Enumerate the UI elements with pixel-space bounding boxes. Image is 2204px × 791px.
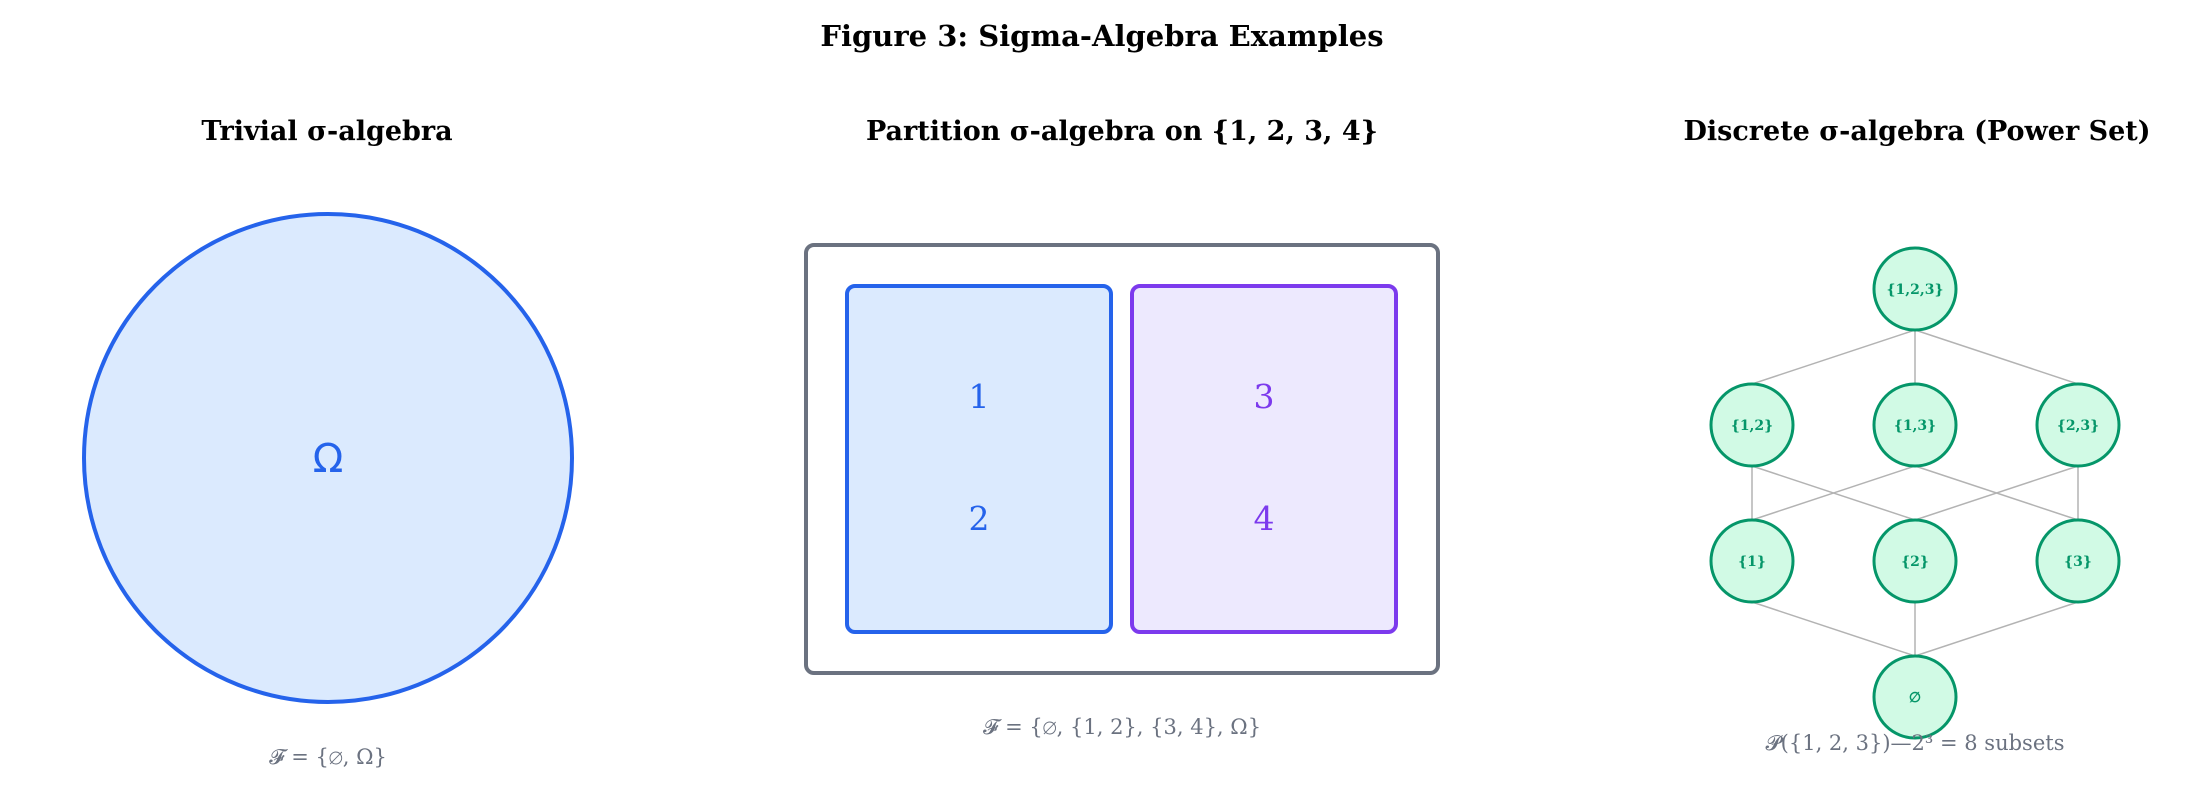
element-1: 1 — [969, 377, 990, 416]
node-12: {1,2} — [1709, 382, 1795, 468]
panel-partition-caption: 𝓕 = {∅, {1, 2}, {3, 4}, Ω} — [983, 715, 1261, 739]
node-13: {1,3} — [1872, 382, 1958, 468]
node-2: {2} — [1872, 518, 1958, 604]
block-12 — [845, 284, 1113, 634]
node-3: {3} — [2035, 518, 2121, 604]
panel-discrete: Discrete σ-algebra (Power Set) {1,2,3} {… — [1683, 116, 2150, 755]
panel-trivial-caption: 𝓕 = {∅, Ω} — [269, 745, 387, 769]
edge-3-empty — [1914, 601, 2079, 657]
omega-circle — [82, 212, 574, 704]
node-13-label: {1,3} — [1894, 418, 1936, 434]
panel-partition-title: Partition σ-algebra on {1, 2, 3, 4} — [866, 116, 1378, 147]
block-34 — [1130, 284, 1398, 634]
node-1-label: {1} — [1738, 554, 1766, 570]
panel-trivial: Trivial σ-algebra Ω 𝓕 = {∅, Ω} — [82, 116, 574, 769]
edge-123-12 — [1751, 329, 1916, 385]
omega-label: Ω — [313, 436, 344, 482]
node-1: {1} — [1709, 518, 1795, 604]
element-3: 3 — [1254, 377, 1275, 416]
element-4: 4 — [1254, 499, 1275, 538]
edge-13-1 — [1751, 465, 1916, 521]
figure-title: Figure 3: Sigma-Algebra Examples — [820, 19, 1383, 53]
node-23: {2,3} — [2035, 382, 2121, 468]
node-empty-label: ∅ — [1909, 690, 1921, 706]
node-12-label: {1,2} — [1731, 418, 1773, 434]
panel-trivial-title: Trivial σ-algebra — [201, 116, 452, 147]
node-2-label: {2} — [1901, 554, 1929, 570]
node-3-label: {3} — [2064, 554, 2092, 570]
panel-partition: Partition σ-algebra on {1, 2, 3, 4} 1 2 … — [804, 116, 1440, 739]
edge-1-empty — [1751, 601, 1916, 657]
edge-23-2 — [1914, 465, 2079, 521]
edge-123-23 — [1914, 329, 2079, 385]
element-2: 2 — [969, 499, 990, 538]
panel-discrete-title: Discrete σ-algebra (Power Set) — [1683, 116, 2150, 147]
node-123-label: {1,2,3} — [1887, 282, 1944, 298]
node-empty: ∅ — [1872, 654, 1958, 740]
panel-discrete-caption: 𝓟({1, 2, 3})—2³ = 8 subsets — [1766, 731, 2065, 755]
node-23-label: {2,3} — [2057, 418, 2099, 434]
node-123: {1,2,3} — [1872, 246, 1958, 332]
lattice-edges — [1751, 329, 2079, 657]
